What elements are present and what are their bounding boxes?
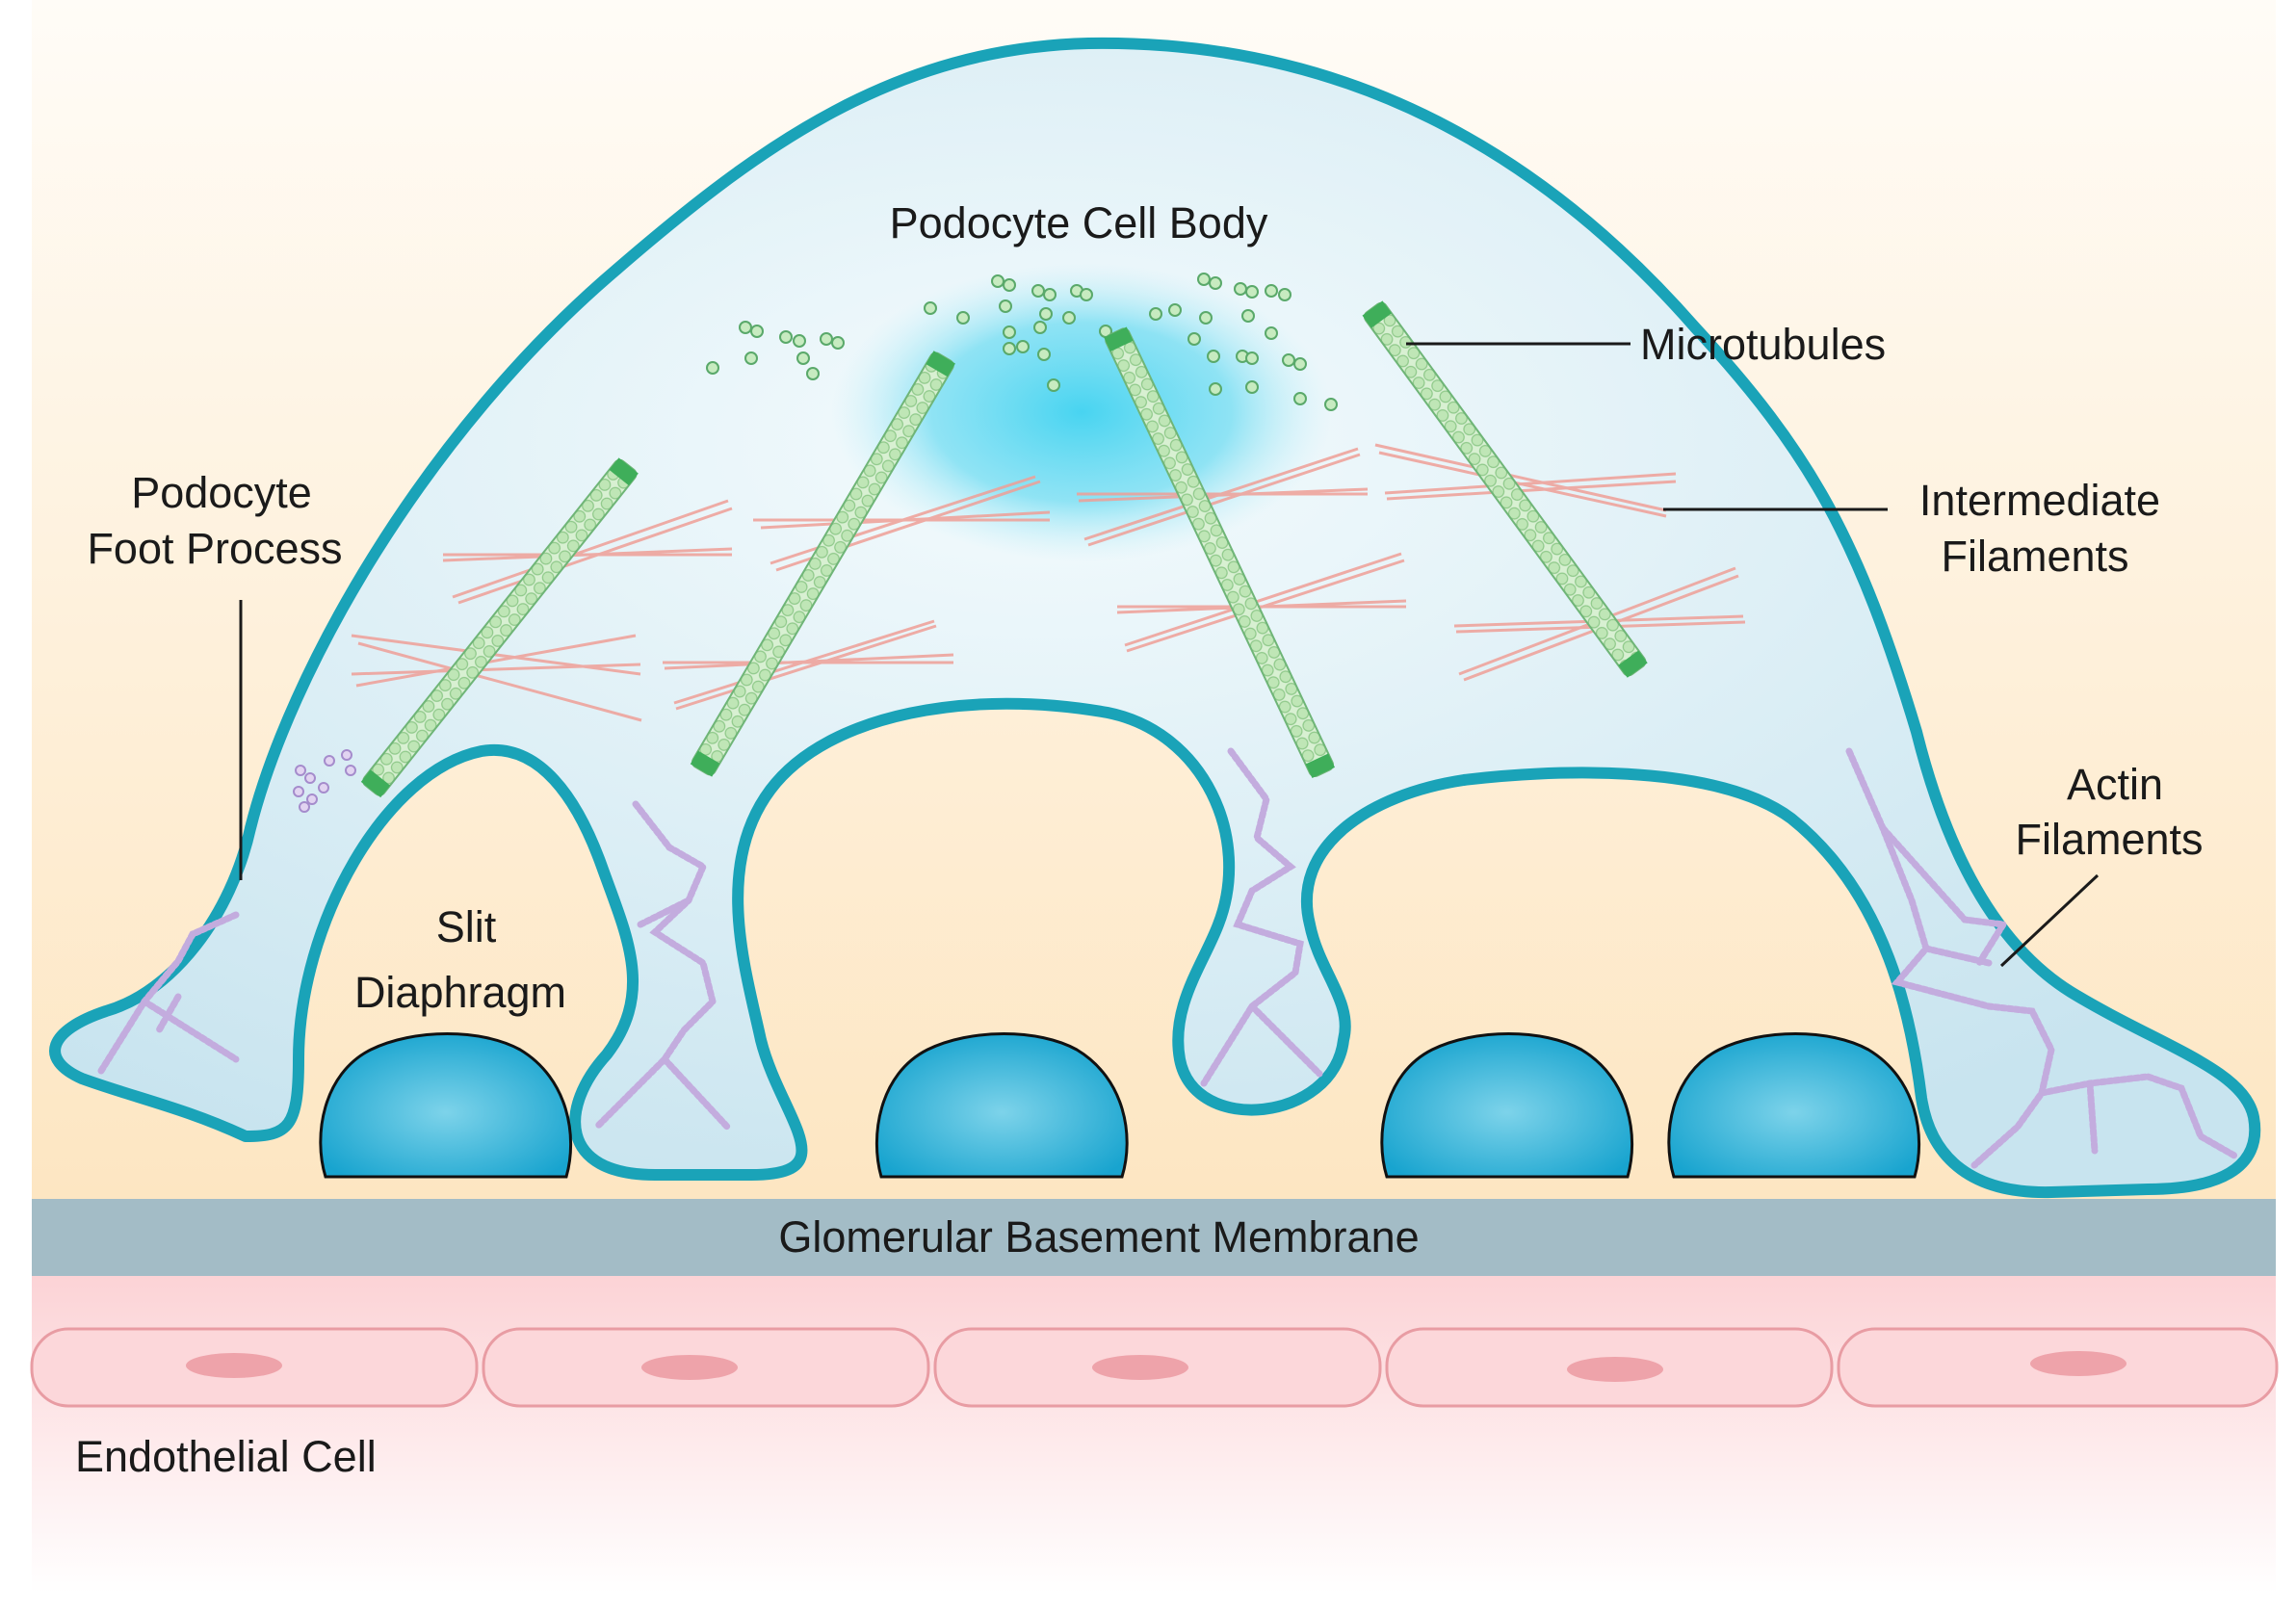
actin-filaments-label-line2: Filaments bbox=[2015, 815, 2203, 864]
endothelial-nucleus bbox=[1567, 1357, 1663, 1382]
foot-process-label-line2: Foot Process bbox=[87, 524, 342, 573]
slit-dome bbox=[874, 1032, 1129, 1179]
intermediate-filaments-label-line1: Intermediate bbox=[1919, 476, 2160, 525]
microtubule bbox=[360, 457, 639, 798]
endothelial-nucleus bbox=[186, 1353, 282, 1378]
slit-diaphragms bbox=[319, 1032, 1921, 1179]
podocyte-cell-body-label: Podocyte Cell Body bbox=[890, 198, 1268, 247]
endothelial-nucleus bbox=[641, 1355, 738, 1380]
actin-filaments bbox=[97, 747, 2238, 1169]
actin-filaments-leader-line bbox=[1999, 873, 2100, 968]
actin-monomers bbox=[293, 749, 356, 813]
nucleus-glow bbox=[831, 263, 1332, 561]
microtubules bbox=[360, 300, 1648, 798]
endothelial-cell-label: Endothelial Cell bbox=[75, 1432, 377, 1481]
endothelial-nucleus bbox=[2030, 1351, 2126, 1376]
foot-process-label-line1: Podocyte bbox=[131, 468, 312, 517]
microtubule bbox=[1362, 300, 1648, 678]
microtubules-label: Microtubules bbox=[1640, 320, 1886, 369]
podocyte-cell-outline bbox=[49, 37, 2261, 1199]
slit-diaphragm-label-line1: Slit bbox=[436, 902, 497, 951]
microtubule bbox=[690, 351, 955, 777]
actin-filaments-label-line1: Actin bbox=[2067, 760, 2163, 809]
slit-dome bbox=[1667, 1032, 1921, 1179]
endothelial-nuclei bbox=[186, 1351, 2126, 1382]
microtubule bbox=[1104, 326, 1335, 779]
glomerular-basement-membrane bbox=[32, 1199, 2276, 1276]
slit-diaphragm-label-line2: Diaphragm bbox=[354, 968, 566, 1017]
intermediate-filaments-label-line2: Filaments bbox=[1941, 532, 2128, 581]
glomerular-basement-membrane-label: Glomerular Basement Membrane bbox=[778, 1212, 1419, 1262]
slit-dome bbox=[1380, 1032, 1634, 1179]
slit-dome bbox=[319, 1032, 573, 1179]
tubulin-dimers bbox=[706, 273, 1338, 411]
endothelial-nucleus bbox=[1092, 1355, 1188, 1380]
